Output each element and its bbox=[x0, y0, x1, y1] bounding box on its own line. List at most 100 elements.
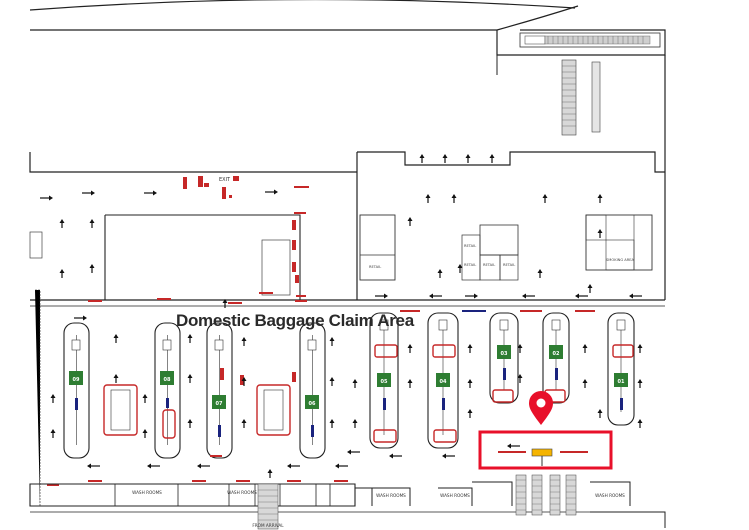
up-arrow-head-icon bbox=[437, 269, 443, 273]
up-arrow-head-icon bbox=[187, 374, 193, 378]
up-arrow-head-icon bbox=[267, 469, 273, 473]
left-arrow-head-icon bbox=[575, 293, 579, 299]
left-arrow-head-icon bbox=[147, 463, 151, 469]
wash-rooms-label-1: WASH ROOMS bbox=[132, 490, 162, 495]
carousel-red-details bbox=[103, 344, 634, 443]
up-arrow-head-icon bbox=[59, 219, 65, 223]
up-arrow-head-icon bbox=[425, 194, 431, 198]
location-pin-icon[interactable] bbox=[529, 391, 553, 425]
area-title: Domestic Baggage Claim Area bbox=[176, 311, 414, 330]
up-arrow-head-icon bbox=[187, 419, 193, 423]
right-arrow-head-icon bbox=[474, 293, 478, 299]
escalator-lines-top bbox=[544, 35, 651, 45]
up-arrow-head-icon bbox=[222, 299, 228, 303]
up-arrow-head-icon bbox=[352, 419, 358, 423]
right-arrow-head-icon bbox=[91, 190, 95, 196]
up-arrow-head-icon bbox=[187, 334, 193, 338]
highlight-box-contents bbox=[498, 448, 588, 466]
up-arrow-head-icon bbox=[442, 154, 448, 158]
belt-03-number: 03 bbox=[501, 351, 508, 357]
up-arrow-head-icon bbox=[89, 219, 95, 223]
wash-rooms-label-2: WASH ROOMS bbox=[227, 490, 257, 495]
up-arrow-head-icon bbox=[407, 217, 413, 221]
belt-02-number: 02 bbox=[553, 351, 560, 357]
left-arrow-head-icon bbox=[507, 443, 511, 449]
up-arrow-head-icon bbox=[407, 379, 413, 383]
left-arrow-head-icon bbox=[335, 463, 339, 469]
direction-arrows bbox=[40, 154, 643, 478]
up-arrow-head-icon bbox=[329, 377, 335, 381]
up-arrow-head-icon bbox=[637, 344, 643, 348]
up-arrow-head-icon bbox=[587, 284, 593, 288]
belt-08-number: 08 bbox=[164, 377, 171, 383]
up-arrow-head-icon bbox=[241, 377, 247, 381]
up-arrow-head-icon bbox=[597, 409, 603, 413]
belt-07-number: 07 bbox=[216, 401, 223, 407]
belt-09-number: 09 bbox=[73, 377, 80, 383]
up-arrow-head-icon bbox=[419, 154, 425, 158]
up-arrow-head-icon bbox=[637, 419, 643, 423]
wash-rooms-label-5: WASH ROOMS bbox=[595, 493, 625, 498]
up-arrow-head-icon bbox=[465, 154, 471, 158]
left-arrow-head-icon bbox=[347, 449, 351, 455]
right-arrow-head-icon bbox=[384, 293, 388, 299]
up-arrow-head-icon bbox=[352, 379, 358, 383]
up-arrow-head-icon bbox=[489, 154, 495, 158]
wash-rooms-label-3: WASH ROOMS bbox=[376, 493, 406, 498]
belt-number-signs bbox=[69, 345, 628, 409]
up-arrow-head-icon bbox=[582, 344, 588, 348]
up-arrow-head-icon bbox=[59, 269, 65, 273]
up-arrow-head-icon bbox=[407, 344, 413, 348]
up-arrow-head-icon bbox=[582, 379, 588, 383]
up-arrow-head-icon bbox=[467, 344, 473, 348]
left-arrow-head-icon bbox=[389, 453, 393, 459]
retail-label-5: RETAIL bbox=[503, 263, 515, 267]
up-arrow-head-icon bbox=[329, 337, 335, 341]
smoking-area-label: SMOKING AREA bbox=[606, 258, 634, 262]
up-arrow-head-icon bbox=[467, 379, 473, 383]
wash-rooms-label-4: WASH ROOMS bbox=[440, 493, 470, 498]
highlight-box bbox=[478, 430, 613, 470]
up-arrow-head-icon bbox=[517, 374, 523, 378]
right-arrow-head-icon bbox=[274, 189, 278, 195]
up-arrow-head-icon bbox=[113, 334, 119, 338]
retail-label-1: RETAIL bbox=[369, 265, 381, 269]
up-arrow-head-icon bbox=[113, 374, 119, 378]
left-arrow-head-icon bbox=[87, 463, 91, 469]
retail-label-2: RETAIL bbox=[464, 244, 476, 248]
retail-label-3: RETAIL bbox=[464, 263, 476, 267]
right-arrow-head-icon bbox=[83, 315, 87, 321]
up-arrow-head-icon bbox=[241, 337, 247, 341]
red-sign-marks bbox=[88, 176, 595, 312]
belt-05-number: 05 bbox=[381, 379, 388, 385]
up-arrow-head-icon bbox=[467, 409, 473, 413]
up-arrow-head-icon bbox=[89, 264, 95, 268]
from-arrival-label: FROM ARRIVAL bbox=[252, 523, 284, 528]
up-arrow-head-icon bbox=[451, 194, 457, 198]
up-arrow-head-icon bbox=[329, 419, 335, 423]
up-arrow-head-icon bbox=[542, 194, 548, 198]
up-arrow-head-icon bbox=[537, 269, 543, 273]
left-arrow-head-icon bbox=[522, 293, 526, 299]
belt-06-number: 06 bbox=[309, 401, 316, 407]
exit-label: EXIT bbox=[219, 177, 231, 183]
up-arrow-head-icon bbox=[50, 429, 56, 433]
up-arrow-head-icon bbox=[597, 194, 603, 198]
up-arrow-head-icon bbox=[457, 264, 463, 268]
right-arrow-head-icon bbox=[153, 190, 157, 196]
left-arrow-head-icon bbox=[287, 463, 291, 469]
up-arrow-head-icon bbox=[142, 429, 148, 433]
up-arrow-head-icon bbox=[142, 394, 148, 398]
up-arrow-head-icon bbox=[50, 394, 56, 398]
left-arrow-head-icon bbox=[429, 293, 433, 299]
belt-01-number: 01 bbox=[618, 379, 625, 385]
escalator-lines-bottom bbox=[257, 474, 577, 530]
belt-04-number: 04 bbox=[440, 379, 447, 385]
up-arrow-head-icon bbox=[517, 344, 523, 348]
left-arrow-head-icon bbox=[442, 453, 446, 459]
left-arrow-head-icon bbox=[629, 293, 633, 299]
up-arrow-head-icon bbox=[241, 419, 247, 423]
blue-sign-marks bbox=[462, 310, 486, 312]
